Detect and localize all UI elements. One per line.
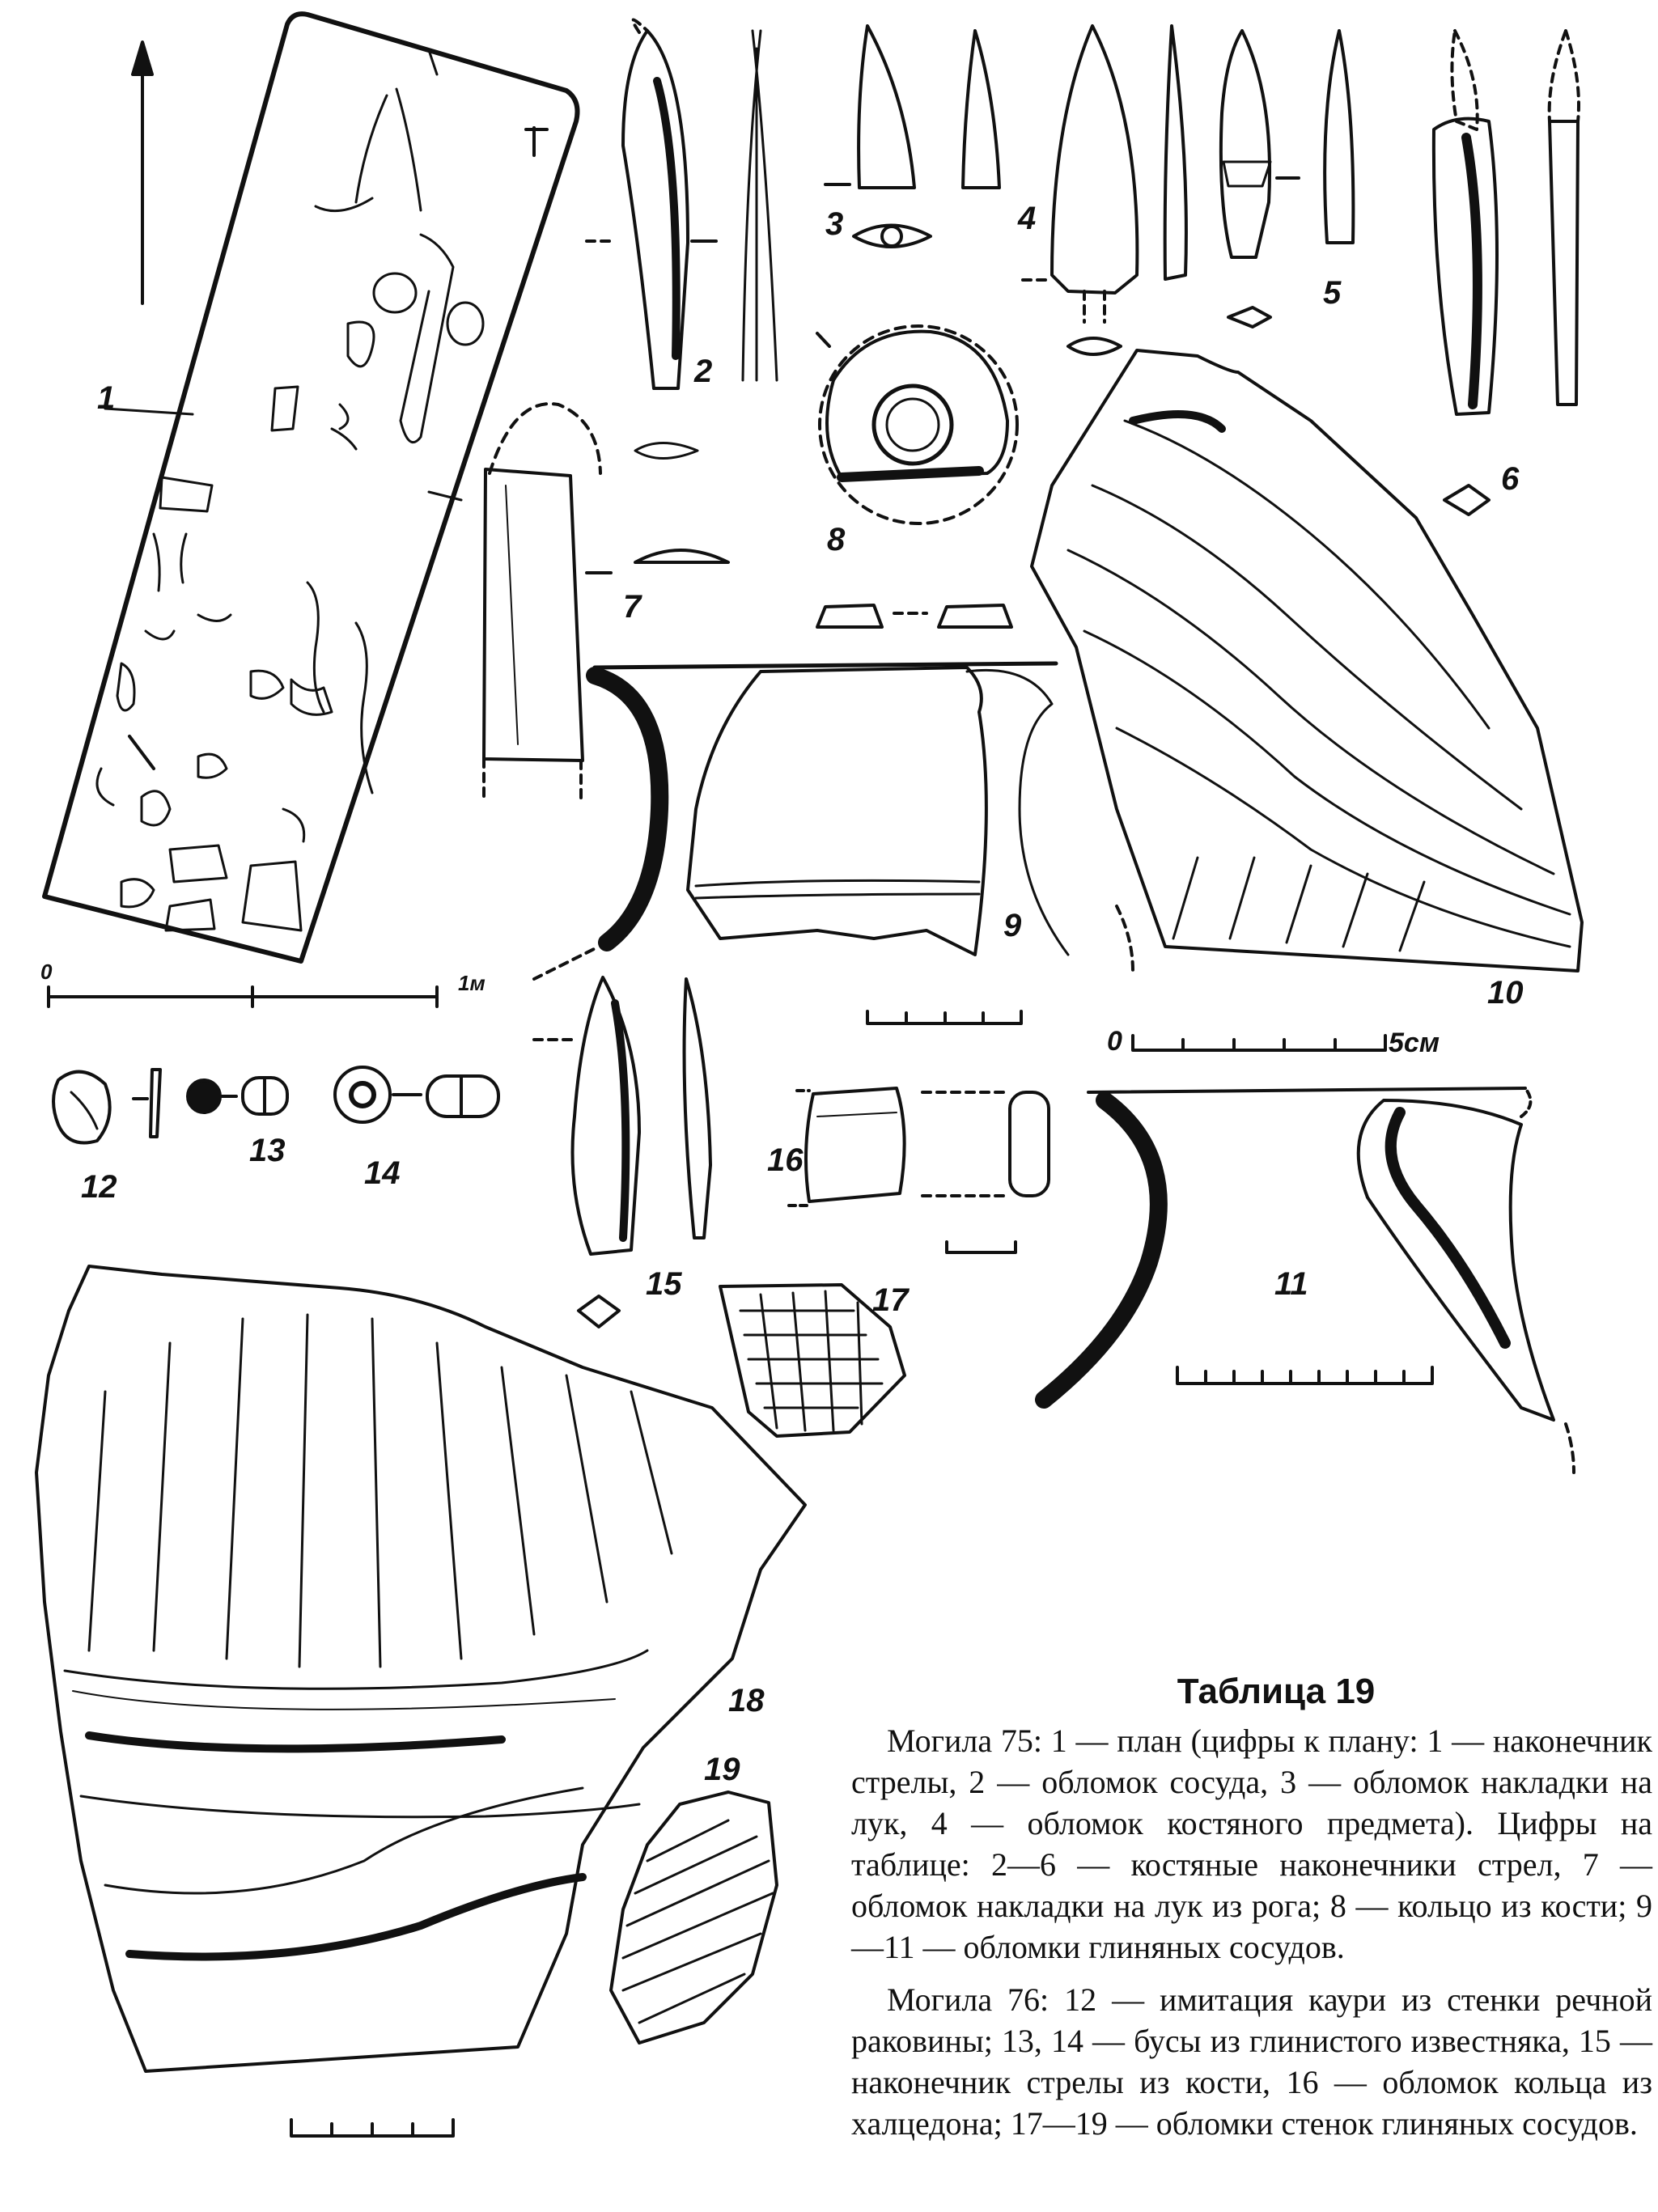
figure-number-19: 19 bbox=[704, 1752, 740, 1787]
sherd-9-drawing bbox=[532, 661, 1134, 981]
plate-title: Таблица 19 bbox=[1177, 1672, 1376, 1711]
figure-number-10: 10 bbox=[1487, 975, 1524, 1011]
cm-scale-start-label: 0 bbox=[1107, 1026, 1122, 1057]
plan-scale-bar bbox=[47, 985, 439, 1008]
figure-number-16: 16 bbox=[767, 1142, 804, 1178]
sherd-10-drawing bbox=[1030, 349, 1584, 973]
arrowhead-6-drawing bbox=[1431, 29, 1580, 516]
figure-number-5: 5 bbox=[1323, 275, 1342, 311]
figure-number-14: 14 bbox=[364, 1155, 401, 1191]
vessel-11-scale-bar bbox=[1176, 1366, 1434, 1385]
figure-number-11: 11 bbox=[1274, 1266, 1308, 1302]
arrowhead-2-drawing bbox=[585, 18, 778, 460]
figure-number-13: 13 bbox=[249, 1133, 286, 1168]
cowrie-12-drawing bbox=[52, 1068, 162, 1145]
cm-scale-end-label: 5см bbox=[1389, 1028, 1440, 1058]
sherd-17-drawing bbox=[719, 1283, 906, 1438]
chalcedony-ring-16-drawing bbox=[787, 1087, 1050, 1254]
figure-number-3: 3 bbox=[825, 206, 844, 242]
figure-number-2: 2 bbox=[694, 354, 713, 389]
bone-ring-8-drawing bbox=[816, 324, 1019, 629]
figure-number-17: 17 bbox=[872, 1282, 909, 1318]
figure-number-7: 7 bbox=[623, 589, 642, 625]
vessel-11-drawing bbox=[1035, 1087, 1575, 1474]
figure-number-18: 18 bbox=[728, 1683, 765, 1718]
arrowhead-15-drawing bbox=[532, 976, 712, 1328]
sherd-18-scale-bar bbox=[290, 2118, 455, 2138]
plan-scale-end-label: 1м bbox=[458, 971, 486, 995]
plan-scale-start-label: 0 bbox=[40, 960, 53, 984]
figure-number-12: 12 bbox=[81, 1169, 117, 1205]
cm-scale-bar bbox=[1131, 1034, 1387, 1052]
bow-plate-7-drawing bbox=[482, 402, 730, 803]
sherd-9-scale-bar bbox=[866, 1010, 1023, 1025]
arrowhead-5-drawing bbox=[1219, 29, 1355, 328]
arrowhead-4-drawing bbox=[1021, 24, 1188, 356]
caption-grave-75: Могила 75: 1 — план (цифры к плану: 1 — … bbox=[851, 1723, 1652, 1965]
sherd-18-drawing bbox=[35, 1265, 807, 2073]
plate-caption: Таблица 19 Могила 75: 1 — план (цифры к … bbox=[851, 1672, 1652, 2155]
figure-number-9: 9 bbox=[1003, 908, 1022, 943]
north-arrow-icon bbox=[131, 40, 154, 305]
grave-plan-drawing bbox=[42, 11, 580, 964]
caption-grave-76: Могила 76: 12 — имитация каури из стенки… bbox=[851, 1981, 1652, 2142]
figure-number-15: 15 bbox=[646, 1266, 682, 1302]
arrowhead-3-drawing bbox=[824, 24, 1001, 248]
figure-number-6: 6 bbox=[1501, 461, 1520, 497]
bead-13-drawing bbox=[186, 1076, 289, 1116]
figure-number-4: 4 bbox=[1018, 201, 1037, 236]
sherd-19-drawing bbox=[609, 1790, 778, 2045]
figure-number-1: 1 bbox=[97, 380, 116, 416]
figure-number-8: 8 bbox=[827, 522, 846, 557]
bead-14-drawing bbox=[333, 1066, 500, 1124]
